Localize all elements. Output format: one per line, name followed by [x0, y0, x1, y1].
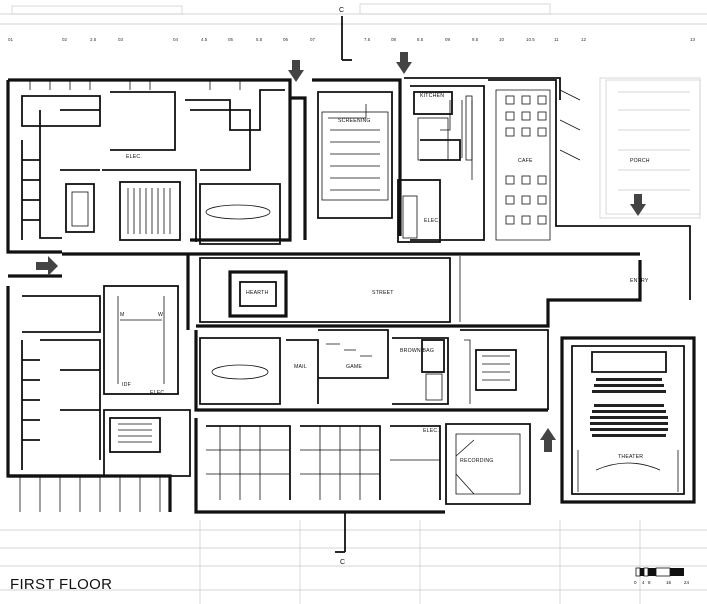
grid-label: 4.5	[201, 37, 208, 42]
entry-arrow-east	[630, 194, 646, 216]
theater-seating	[590, 378, 668, 437]
scale-label: 8	[648, 580, 651, 585]
site-ghost-lines	[0, 3, 707, 604]
grid-label: 02	[62, 37, 68, 42]
grid-label: 06	[283, 37, 289, 42]
grid-label: 9.5	[472, 37, 479, 42]
porch-area	[605, 79, 701, 215]
grid-label: 07	[310, 37, 316, 42]
grid-label: 12	[581, 37, 587, 42]
grid-label: 05	[228, 37, 234, 42]
grid-label: 10	[499, 37, 505, 42]
section-cut-bottom: C	[335, 512, 346, 566]
scale-bar: 0 4 8 16 24	[634, 567, 690, 585]
central-south-block	[194, 329, 549, 412]
room-label-elec-south: ELEC.	[150, 390, 166, 396]
cafe-block	[488, 79, 691, 300]
section-cut-top: C	[339, 7, 352, 61]
grid-label: 5.5	[256, 37, 263, 42]
central-north-block	[290, 77, 561, 243]
entry-arrow-north-1	[288, 60, 304, 82]
room-label-game: GAME	[346, 364, 362, 370]
grid-label: 08	[391, 37, 397, 42]
street-corridor	[8, 252, 642, 330]
room-label-mail: MAIL	[294, 364, 307, 370]
south-office-row	[194, 418, 531, 514]
west-office-wing-north	[6, 78, 292, 254]
room-label-elec-recording: ELEC.	[423, 428, 439, 434]
grid-label: 13	[690, 37, 696, 42]
room-label-womens: W	[158, 312, 163, 318]
west-office-wing-south	[6, 285, 191, 512]
grid-label: 03	[118, 37, 124, 42]
grid-label: 10.5	[526, 37, 535, 42]
room-label-screening: SCREENING	[338, 118, 371, 124]
room-label-entry: ENTRY	[630, 278, 649, 284]
section-label-top: C	[339, 7, 344, 14]
cafe-tables	[505, 95, 547, 225]
room-label-kitchen: KITCHEN	[420, 93, 444, 99]
grid-label: 2.5	[90, 37, 97, 42]
grid-label: 09	[445, 37, 451, 42]
section-label-bottom: C	[340, 559, 345, 566]
entry-arrow-south	[540, 428, 556, 452]
room-label-porch: PORCH	[630, 158, 650, 164]
room-label-mens: M	[120, 312, 125, 318]
room-label-street: STREET	[372, 290, 394, 296]
room-label-idf: IDF	[122, 382, 131, 388]
scale-label: 0	[634, 580, 637, 585]
room-label-elec-north: ELEC.	[126, 154, 142, 160]
column-grid-labels: 01 02 2.5 03 04 4.5 05 5.5 06 07 7.5 08 …	[8, 37, 696, 42]
scale-label: 24	[684, 580, 690, 585]
room-label-recording: RECORDING	[460, 458, 494, 464]
room-label-cafe: CAFE	[518, 158, 533, 164]
scale-label: 16	[666, 580, 672, 585]
grid-label: 11	[554, 37, 559, 42]
room-label-brown-bag: BROWN BAG	[400, 348, 434, 354]
entry-arrow-west	[36, 256, 58, 276]
room-label-hearth: HEARTH	[246, 290, 268, 296]
grid-label: 01	[8, 37, 14, 42]
floor-title: FIRST FLOOR	[10, 576, 113, 593]
grid-label: 8.5	[417, 37, 424, 42]
grid-label: 7.5	[364, 37, 371, 42]
entry-arrow-north-2	[396, 52, 412, 74]
grid-label: 04	[173, 37, 179, 42]
scale-label: 4	[642, 580, 645, 585]
room-label-theater: THEATER	[618, 454, 643, 460]
theater-block	[560, 336, 696, 504]
room-label-elec-kitchen: ELEC.	[424, 218, 440, 224]
